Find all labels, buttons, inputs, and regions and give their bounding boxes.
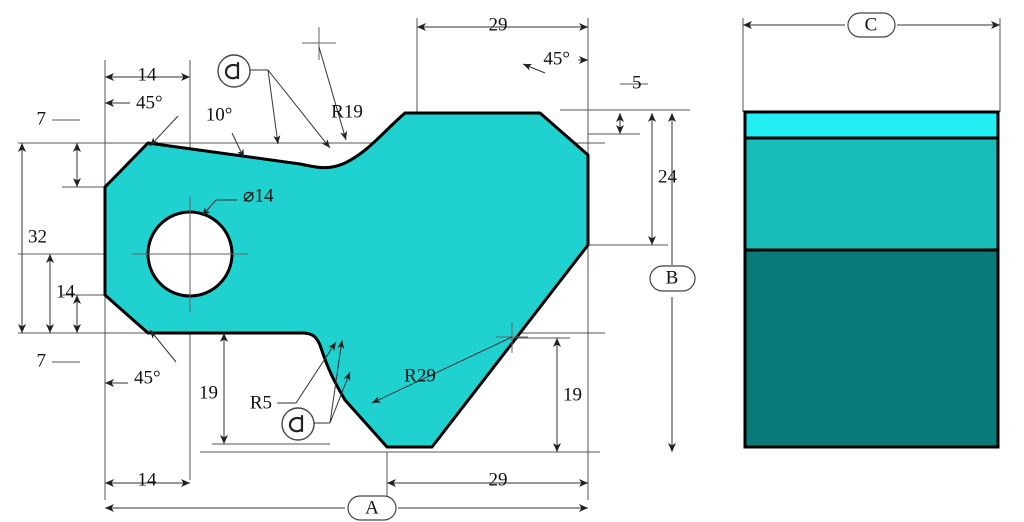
side-view-extension-lines [742, 18, 1001, 112]
dimension-label-45-top-right: 45° [543, 48, 570, 69]
r19-center-cross [302, 27, 336, 60]
dimension-label-7-bottom: 7 [37, 350, 47, 371]
dimension-height-14-left: 14 [46, 254, 76, 333]
dimension-height-5: 5 [616, 72, 648, 134]
datum-a-dimension: A [105, 495, 588, 521]
dimension-label-r19: R19 [331, 101, 363, 122]
dimension-label-24: 24 [658, 166, 678, 187]
dimension-width-29-top: 29 [417, 14, 588, 35]
dimension-angle-45-top-right: 45° [522, 48, 588, 74]
dimension-label-45-bottom-left: 45° [134, 367, 161, 388]
dimension-radius-19: R19 [318, 46, 363, 141]
tangency-symbol-bottom [281, 339, 351, 441]
side-view-band-top [743, 110, 1000, 140]
datum-label-c: C [865, 14, 878, 35]
dimension-label-7-top: 7 [37, 108, 47, 129]
dimension-label-19-left: 19 [199, 382, 218, 403]
dimension-angle-45-bottom-left: 45° [105, 329, 177, 388]
dimension-label-5: 5 [632, 72, 642, 93]
side-view-band-bottom [743, 248, 1000, 449]
dimension-label-29-top: 29 [489, 14, 508, 35]
dimension-height-7-bottom: 7 [37, 295, 81, 371]
dimension-width-14-bottom: 14 [105, 469, 190, 490]
side-view-band-middle [743, 136, 1000, 252]
dimension-angle-10: 10° [206, 104, 245, 159]
dimension-radius-5: R5 [250, 341, 337, 413]
dimension-label-10-deg: 10° [206, 104, 233, 125]
dimension-label-32: 32 [28, 226, 47, 247]
dimension-height-32: 32 [18, 143, 47, 333]
dimension-label-14-bottom: 14 [138, 469, 158, 490]
dimension-label-45-top-left: 45° [136, 92, 163, 113]
tangency-symbol-top [217, 54, 331, 149]
dimension-width-29-bottom: 29 [387, 469, 588, 490]
dimension-label-29-bottom: 29 [489, 469, 508, 490]
dimension-radius-29: R29 [371, 336, 513, 404]
dimension-hole-diameter: ⌀14 [201, 185, 274, 217]
datum-c-dimension: C [743, 12, 1000, 38]
datum-label-b: B [666, 267, 679, 288]
datum-label-a: A [365, 497, 379, 518]
side-view-body [743, 110, 1000, 449]
hole-center-cross [132, 196, 248, 312]
dimension-height-19-left: 19 [199, 333, 330, 445]
dimension-height-7-top: 7 [37, 108, 81, 187]
dimension-label-14-left: 14 [56, 281, 76, 302]
dimension-label-14-top: 14 [138, 64, 158, 85]
dimension-height-19-right: 19 [553, 338, 582, 452]
dimension-width-14-top: 14 [105, 64, 190, 85]
dimension-height-24: 24 [648, 113, 678, 245]
datum-b-dimension: B [649, 113, 696, 452]
dimension-label-19-right: 19 [563, 384, 582, 405]
dimension-angle-45-top-left: 45° [105, 92, 179, 147]
dimension-label-r29: R29 [404, 365, 436, 386]
dimension-label-r5: R5 [250, 392, 272, 413]
dimension-label-dia-14: ⌀14 [243, 185, 274, 206]
